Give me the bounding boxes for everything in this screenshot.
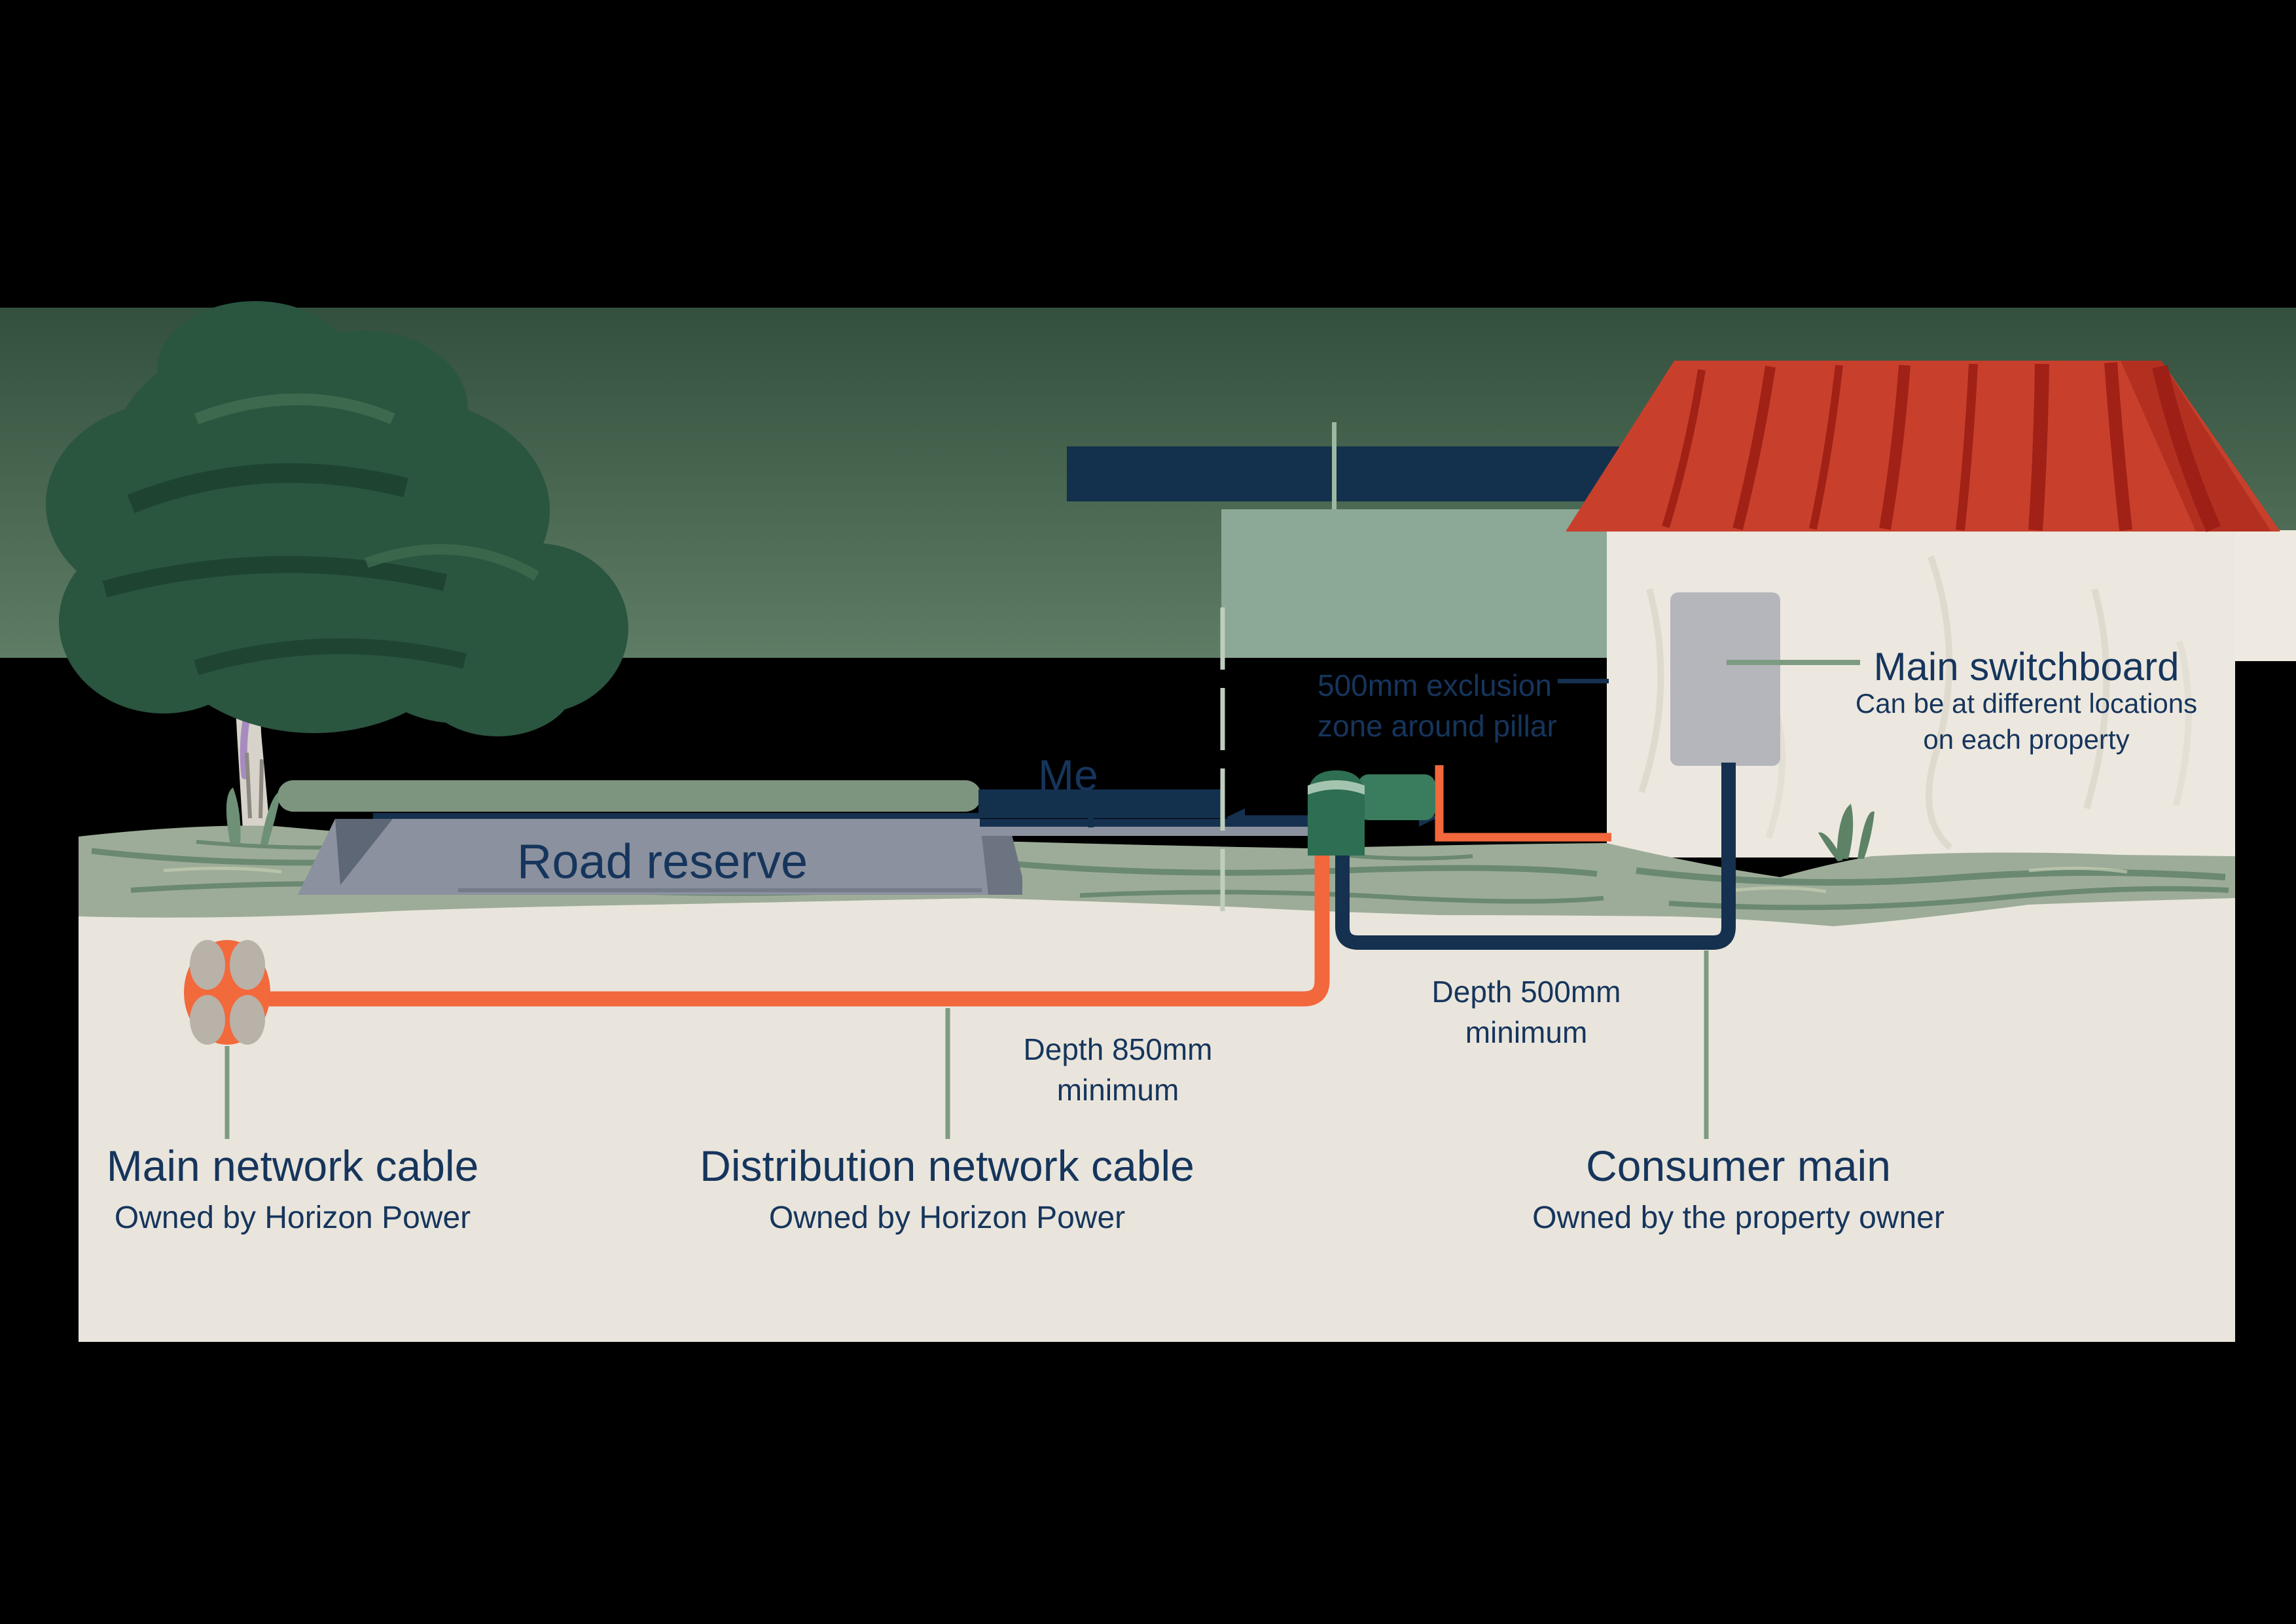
verge-navy-strip [980,819,1308,827]
verge-gray-strip [980,827,1308,836]
depth-850-label: Depth 850mm minimum [1024,1029,1213,1110]
obscured-label-fragment: Me [1038,751,1098,799]
obscured-title-band [1067,446,1620,501]
footpath-bar [278,780,981,812]
road [298,813,1022,895]
exclusion-line2: zone around pillar [1318,709,1557,744]
switchboard-box [1670,592,1780,766]
house-roof [1566,361,2280,532]
consumer-main-title: Consumer main [1586,1142,1891,1190]
house [1566,361,2296,857]
road-surface [298,819,1022,895]
depth-500-label: Depth 500mm minimum [1432,971,1621,1053]
pillar-body [1308,770,1365,856]
switchboard-desc: Can be at different locations on each pr… [1856,686,2197,757]
consumer-main-cable-navy [1335,763,1736,950]
distribution-cable-orange [268,856,1330,1007]
obscured-label-bar [978,789,1222,818]
pillar-top-highlight [1308,780,1365,795]
switchboard-desc-line1: Can be at different locations [1855,688,2198,719]
exclusion-zone-marker-orange [1435,765,1611,842]
exclusion-leader-line [1558,679,1609,683]
right-edge-mask [2235,661,2296,1345]
road-kerb-right [980,819,1022,895]
pillar-arm [1358,774,1435,820]
distribution-title: Distribution network cable [700,1142,1194,1190]
underground-soil [79,877,2235,1342]
main-network-subtitle: Owned by Horizon Power [114,1200,471,1235]
exclusion-zone-label: 500mm exclusion zone around pillar [1318,665,1557,746]
road-bottom-shadow [458,888,982,892]
main-network-title: Main network cable [106,1142,479,1190]
road-reserve-label: Road reserve [516,834,808,889]
exclusion-line1: 500mm exclusion [1318,668,1552,702]
obscured-label-descender [1088,817,1094,827]
tree [46,301,628,841]
main-cable-cross-section [184,940,270,1045]
distribution-subtitle: Owned by Horizon Power [768,1200,1126,1235]
consumer-main-subtitle: Owned by the property owner [1532,1200,1945,1235]
depth-850-line1: Depth 850mm [1023,1032,1213,1066]
depth-500-line1: Depth 500mm [1431,975,1621,1009]
title-leader-line [1332,422,1336,511]
depth-850-line2: minimum [1056,1073,1179,1108]
house-wall-right-return [2235,530,2296,661]
grass-tuft-house [1818,804,1874,861]
road-top-edge-line [373,813,980,819]
switchboard-leader-line [1727,660,1860,665]
switchboard-desc-line2: on each property [1923,723,2130,755]
setback-zone-rect [1221,509,1607,658]
depth-500-line2: minimum [1465,1015,1588,1050]
tree-canopy [46,301,628,736]
road-kerb-left [335,819,393,885]
switchboard-title: Main switchboard [1873,645,2179,689]
label-leader-lines [224,950,1709,1139]
green-pillar [1308,770,1435,856]
grass-tuft-left [226,787,281,844]
roof-hip-shadow [2121,361,2271,532]
